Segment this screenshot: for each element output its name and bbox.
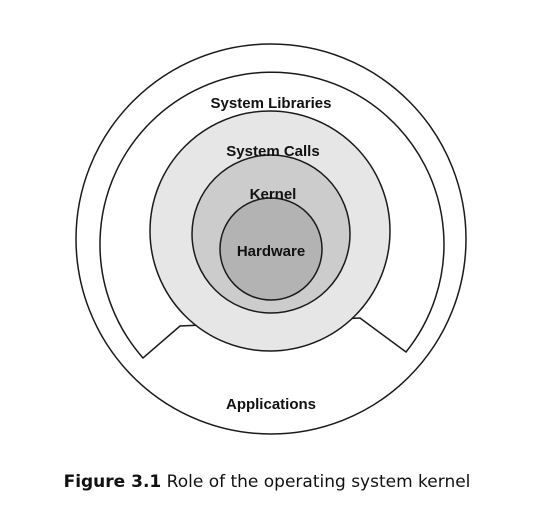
system-calls-label: System Calls	[226, 143, 319, 160]
hardware-core	[219, 197, 323, 301]
kernel-label: Kernel	[250, 186, 297, 203]
hardware-label: Hardware	[237, 243, 305, 260]
applications-label: Applications	[226, 396, 316, 413]
system-libraries-label: System Libraries	[211, 95, 332, 112]
figure-caption: Figure 3.1 Role of the operating system …	[0, 472, 534, 492]
os-kernel-layer-diagram: System Libraries System Calls Kernel Har…	[75, 43, 467, 435]
figure-caption-text: Role of the operating system kernel	[166, 472, 471, 492]
figure-number: Figure 3.1	[63, 472, 162, 492]
